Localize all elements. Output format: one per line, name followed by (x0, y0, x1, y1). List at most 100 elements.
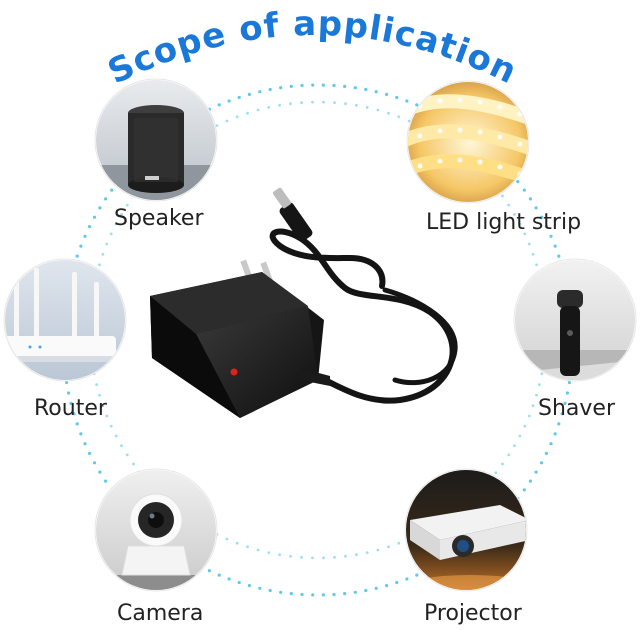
orbit-dot (247, 92, 251, 96)
orbit-dot (355, 103, 358, 107)
orbit-dot (527, 414, 531, 418)
orbit-dot (109, 424, 113, 428)
orbit-dot (355, 553, 358, 557)
orbit-dot (522, 488, 526, 492)
orbit-dot (98, 263, 101, 267)
app-router (3, 258, 127, 382)
orbit-dot (109, 232, 113, 236)
orbit-dot (300, 83, 304, 88)
orbit-dot (501, 194, 504, 198)
orbit-dot (279, 590, 283, 594)
orbit-dot (415, 573, 419, 577)
app-projector (404, 468, 528, 592)
electric-shaver-icon (515, 260, 635, 380)
orbit-dot (385, 584, 389, 588)
orbit-dot (513, 444, 516, 447)
orbit-dot (289, 102, 292, 106)
orbit-dot (268, 588, 272, 593)
projector-icon (406, 470, 526, 590)
orbit-dot (125, 203, 129, 207)
orbit-dot (343, 84, 347, 88)
orbit-dot (104, 197, 108, 201)
orbit-dot (311, 593, 315, 597)
label-camera: Camera (117, 601, 204, 626)
orbit-dot (374, 90, 378, 94)
orbit-dot (125, 453, 129, 457)
orbit-dot (516, 180, 520, 184)
orbit-dot (407, 119, 411, 123)
orbit-dot (531, 404, 535, 408)
orbit-dot (267, 551, 271, 554)
orbit-dot (518, 434, 522, 438)
orbit-dot (553, 244, 557, 248)
orbit-dot (88, 451, 92, 455)
orbit-dot (553, 432, 557, 436)
orbit-dot (235, 541, 239, 545)
orbit-dot (415, 103, 419, 107)
orbit-dot (120, 213, 123, 216)
orbit-dot (544, 225, 549, 229)
orbit-dot (120, 444, 123, 447)
orbit-dot (560, 412, 564, 416)
orbit-dot (279, 86, 283, 90)
orbit-dot (75, 254, 79, 258)
led-strip-icon (408, 82, 528, 202)
orbit-dot (207, 569, 211, 573)
orbit-dot (67, 391, 71, 395)
orbit-dot (343, 592, 347, 596)
orbit-dot (549, 234, 553, 238)
orbit-dot (225, 119, 229, 123)
orbit-dot (289, 592, 293, 596)
orbit-dot (344, 554, 347, 558)
orbit-dot (397, 541, 401, 545)
security-camera-icon (96, 470, 216, 590)
orbit-dot (549, 442, 553, 446)
orbit-dot (258, 586, 262, 590)
orbit-dot (88, 225, 92, 229)
orbit-dot (237, 580, 241, 585)
orbit-dot (365, 551, 369, 554)
orbit-dot (395, 580, 399, 585)
orbit-dot (376, 108, 380, 112)
orbit-dot (387, 111, 390, 115)
label-projector: Projector (424, 601, 522, 626)
orbit-dot (256, 548, 260, 552)
orbit-dot (523, 424, 527, 428)
orbit-dot (114, 222, 118, 226)
orbit-dot (321, 83, 325, 87)
orbit-dot (387, 545, 390, 549)
orbit-dot (110, 188, 114, 192)
orbit-dot (353, 590, 357, 594)
orbit-dot (333, 101, 336, 104)
orbit-dot (365, 106, 369, 109)
orbit-dot (494, 471, 498, 475)
orbit-dot (79, 432, 83, 436)
power-adapter-icon (150, 187, 458, 418)
wifi-router-icon (5, 260, 125, 380)
orbit-dot (278, 553, 281, 557)
orbit-dot (557, 422, 561, 426)
orbit-dot (65, 380, 69, 385)
orbit-dot (217, 573, 221, 577)
orbit-dot (321, 593, 325, 597)
orbit-dot (105, 414, 109, 418)
orbit-dot (114, 434, 118, 438)
orbit-dot (513, 213, 516, 216)
orbit-dot (540, 372, 544, 376)
orbit-dot (69, 401, 73, 405)
orbit-dot (374, 586, 378, 590)
title: Scope of application (102, 4, 523, 93)
orbit-dot (132, 462, 135, 466)
orbit-dot (98, 393, 101, 397)
orbit-dot (565, 391, 570, 395)
orbit-dot (92, 215, 97, 219)
orbit-dot (227, 577, 231, 581)
orbit-dot (300, 592, 304, 597)
orbit-dot (528, 479, 533, 483)
orbit-dot (95, 383, 98, 386)
orbit-dot (267, 106, 271, 109)
orbit-dot (507, 453, 511, 457)
orbit-dot (518, 222, 522, 226)
orbit-dot (523, 232, 527, 236)
